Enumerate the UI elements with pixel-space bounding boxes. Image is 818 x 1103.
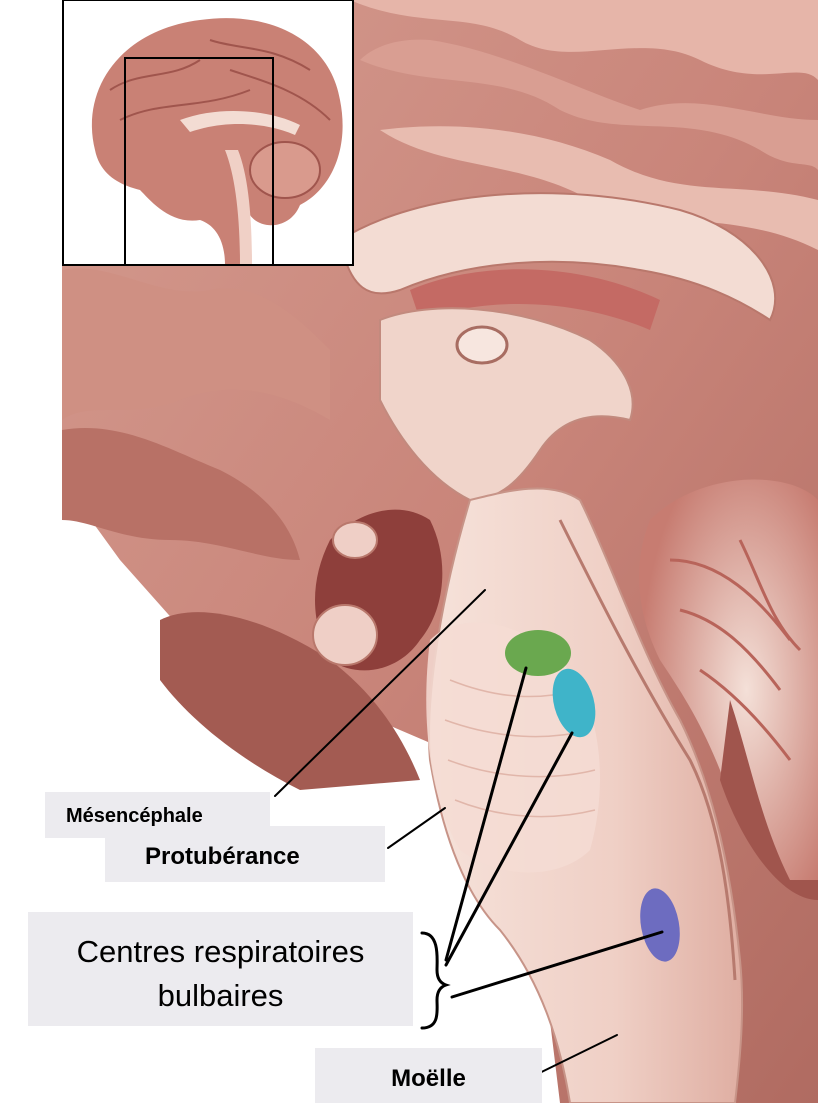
interthalamic-adhesion xyxy=(457,327,507,363)
label-moelle-text: Moëlle xyxy=(315,1065,542,1093)
label-centres-line2: bulbaires xyxy=(28,974,413,1018)
brace xyxy=(422,933,446,1028)
label-centres-respiratoires: Centres respiratoires bulbaires xyxy=(28,912,413,1026)
brain-inset xyxy=(63,0,353,265)
respiratory-centre-green xyxy=(505,630,571,676)
label-protuberance-text: Protubérance xyxy=(145,843,385,871)
leader-protuberance xyxy=(388,808,445,848)
label-centres-line1: Centres respiratoires xyxy=(28,930,413,974)
mammillary-body xyxy=(313,605,377,665)
label-mesencephale-text: Mésencéphale xyxy=(66,805,270,828)
label-protuberance: Protubérance xyxy=(105,826,385,882)
label-moelle: Moëlle xyxy=(315,1048,542,1103)
